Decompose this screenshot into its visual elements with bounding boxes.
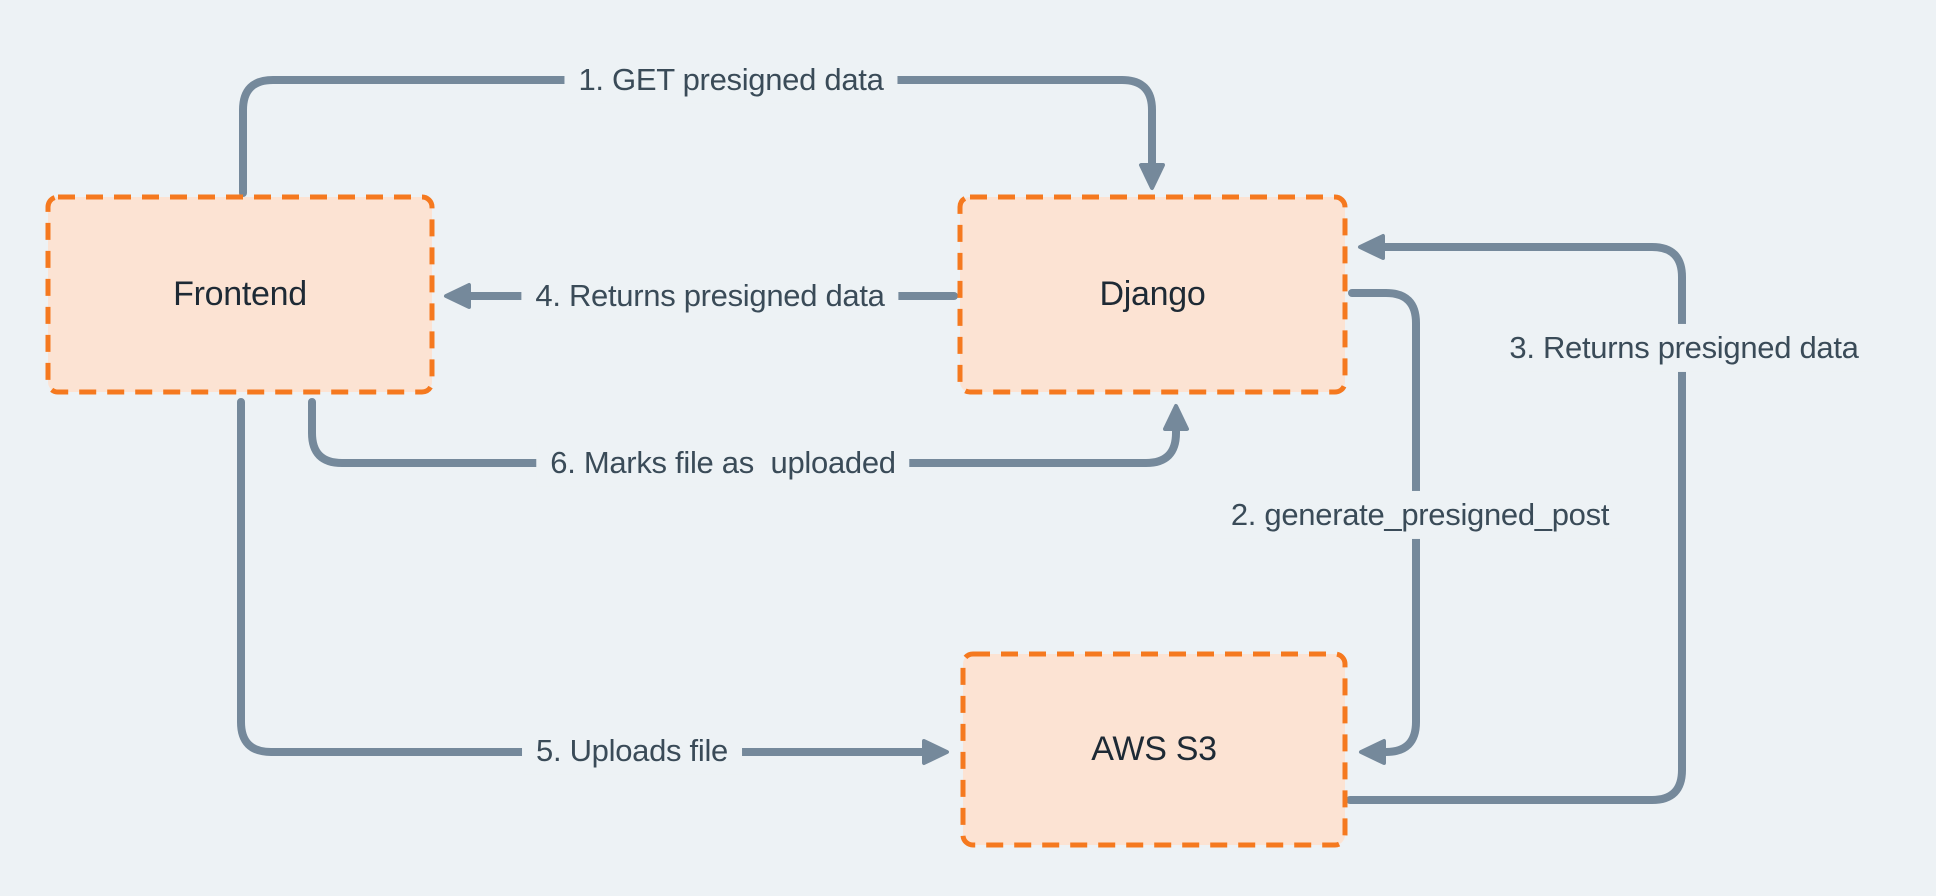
edge-3-path — [1346, 234, 1686, 804]
edge-4-label: 4. Returns presigned data — [521, 271, 899, 321]
edge-2-label: 2. generate_presigned_post — [1216, 490, 1624, 540]
node-frontend-box — [45, 194, 435, 395]
node-aws-s3-box — [960, 651, 1348, 848]
node-django-box — [957, 194, 1348, 395]
edge-3-label: 3. Returns presigned data — [1495, 323, 1873, 373]
edge-1-label: 1. GET presigned data — [564, 55, 898, 105]
edge-5-label: 5. Uploads file — [522, 726, 742, 776]
edge-6-label: 6. Marks file as uploaded — [536, 438, 910, 488]
edge-5-path — [237, 398, 949, 765]
